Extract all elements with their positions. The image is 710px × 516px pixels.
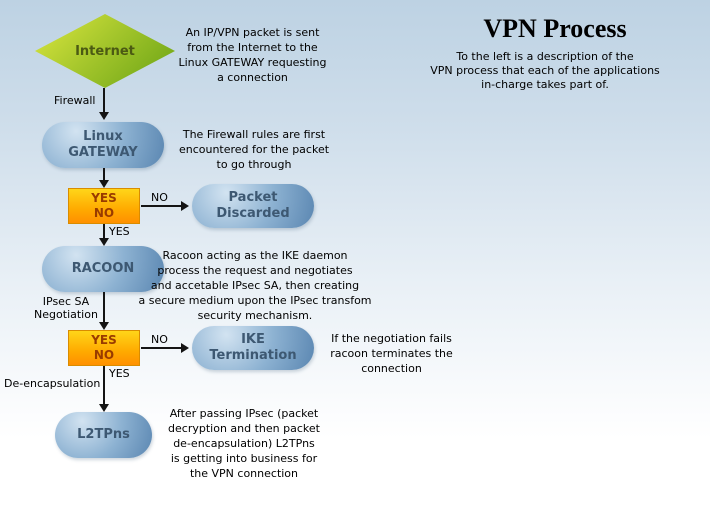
decision-firewall-no-label: NO [93, 206, 115, 220]
edge-label-yes-2: YES [109, 367, 130, 380]
edge-label-de-encapsulation: De-encapsulation [4, 377, 101, 390]
arrowhead-down-icon [99, 238, 109, 246]
edge-label-yes-1: YES [109, 225, 130, 238]
decision-negotiation-no-label: NO [93, 348, 115, 362]
connector-gateway-decision1 [103, 168, 105, 180]
note-internet: An IP/VPN packet is sent from the Intern… [178, 26, 327, 84]
connector-decision2-l2tpns [103, 366, 105, 404]
arrowhead-down-icon [99, 404, 109, 412]
connector-decision2-ike [141, 347, 181, 349]
connector-decision1-racoon [103, 224, 105, 238]
racoon-node: RACOON [42, 246, 164, 292]
note-l2tpns: After passing IPsec (packet decryption a… [168, 407, 320, 480]
edge-label-firewall: Firewall [54, 94, 96, 107]
connector-racoon-decision2 [103, 292, 105, 322]
gateway-node: Linux GATEWAY [42, 122, 164, 168]
gateway-node-label: Linux GATEWAY [68, 129, 138, 160]
packet-discarded-node-label: Packet Discarded [216, 190, 290, 221]
edge-label-no-1: NO [151, 191, 168, 204]
packet-discarded-node: Packet Discarded [192, 184, 314, 228]
ike-termination-node: IKE Termination [192, 326, 314, 370]
internet-node: Internet [35, 14, 175, 88]
decision-firewall-yes-label: YES [91, 191, 117, 205]
note-ike: If the negotiation fails racoon terminat… [330, 332, 453, 375]
page-title: VPN Process [483, 14, 627, 43]
page-subtitle: To the left is a description of the VPN … [430, 50, 660, 91]
decision-negotiation: YES NO [68, 330, 140, 366]
note-racoon: Racoon acting as the IKE daemon process … [138, 249, 372, 322]
edge-label-ipsec-sa-negotiation: IPsec SA Negotiation [34, 295, 98, 321]
decision-negotiation-yes-label: YES [91, 333, 117, 347]
decision-firewall: YES NO [68, 188, 140, 224]
arrowhead-right-icon [181, 343, 189, 353]
ike-termination-node-label: IKE Termination [209, 332, 297, 363]
arrowhead-down-icon [99, 322, 109, 330]
arrowhead-down-icon [99, 180, 109, 188]
l2tpns-node-label: L2TPns [77, 427, 130, 442]
note-gateway: The Firewall rules are first encountered… [178, 128, 330, 171]
arrowhead-down-icon [99, 112, 109, 120]
l2tpns-node: L2TPns [55, 412, 152, 458]
arrowhead-right-icon [181, 201, 189, 211]
connector-internet-gateway [103, 88, 105, 113]
edge-label-no-2: NO [151, 333, 168, 346]
internet-node-label: Internet [75, 43, 135, 59]
racoon-node-label: RACOON [71, 261, 135, 276]
connector-decision1-discard [141, 205, 181, 207]
